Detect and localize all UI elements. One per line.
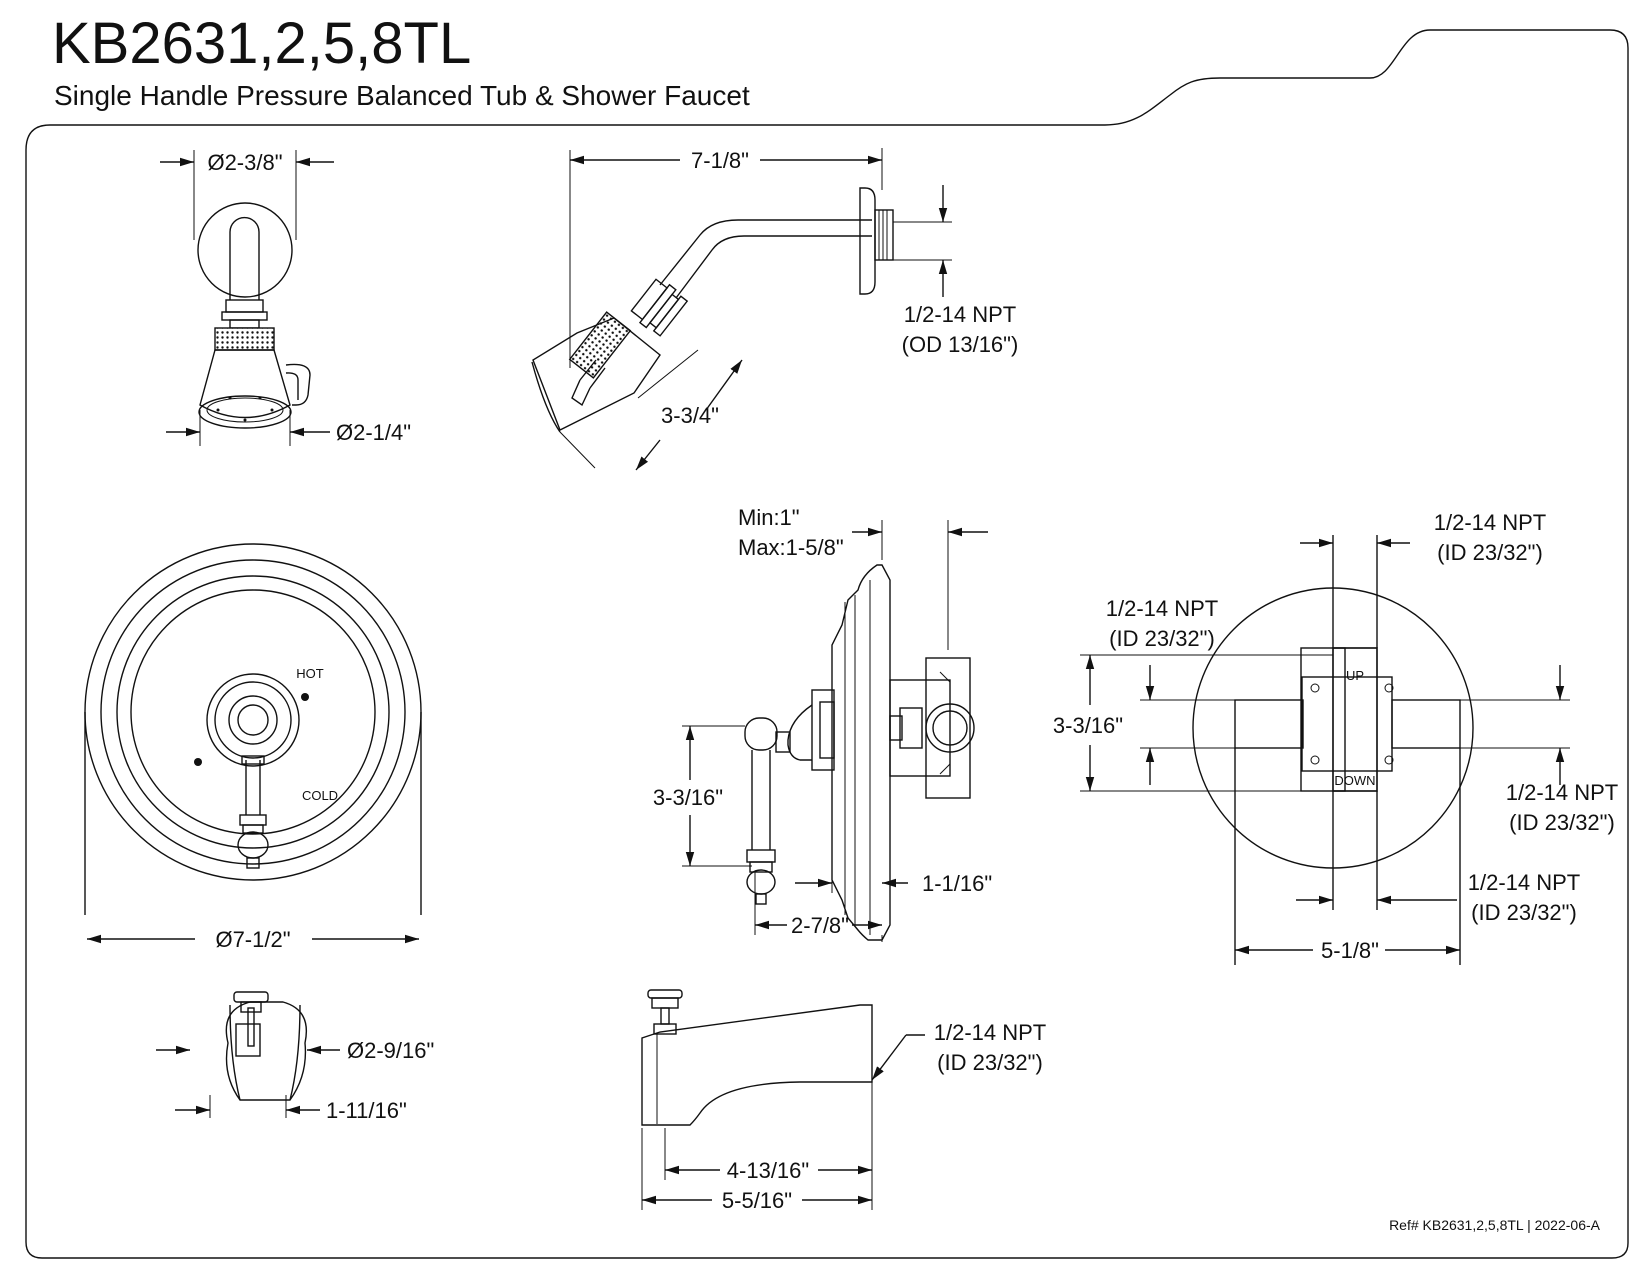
dim-wall-thickness: Min:1" Max:1-5/8" (738, 505, 988, 650)
tub-spout-front-view (225, 991, 307, 1101)
hot-label: HOT (296, 666, 324, 681)
dim-spout-length: 5-5/16" (641, 1128, 873, 1213)
down-label: DOWN (1334, 773, 1375, 788)
dim-escutcheon-dia: Ø7-1/2" (87, 927, 419, 952)
dim-spout-reach: 4-13/16" (664, 1128, 872, 1183)
dim-label: Ø2-3/8" (207, 150, 282, 175)
dim-label: Ø7-1/2" (215, 927, 290, 952)
showerhead-front-view (197, 202, 311, 429)
dim-label: 1/2-14 NPT (934, 1020, 1047, 1045)
dim-label: 5-1/8" (1321, 938, 1379, 963)
dim-label: (ID 23/32") (937, 1050, 1043, 1075)
dim-valve-width: 5-1/8" (1235, 938, 1460, 963)
dim-label: Min:1" (738, 505, 800, 530)
dim-label: 1/2-14 NPT (1434, 510, 1547, 535)
dim-showerhead-flange: Ø2-3/8" (160, 150, 334, 240)
escutcheon-front-view: HOT COLD (84, 543, 422, 915)
dim-trim-depth: 2-7/8" (754, 872, 883, 942)
valve-side-view (744, 564, 975, 941)
dim-valve-port-spacing: 3-3/16" (1053, 654, 1333, 792)
dim-label: (ID 23/32") (1437, 540, 1543, 565)
dim-label: 3-3/16" (653, 785, 723, 810)
dim-label: 5-5/16" (722, 1188, 792, 1213)
dim-shower-arm-thread: 1/2-14 NPT (OD 13/16") (893, 185, 1018, 357)
dim-handle-height: 3-3/16" (653, 725, 752, 867)
dim-label: 3-3/4" (661, 403, 719, 428)
dim-label: 1/2-14 NPT (1468, 870, 1581, 895)
dim-label: 1/2-14 NPT (1106, 596, 1219, 621)
valve-body-front-view: UP DOWN (1192, 535, 1474, 965)
sheet-border (25, 29, 1629, 1259)
dim-valve-left-port: 1/2-14 NPT (ID 23/32") (1106, 596, 1235, 785)
dim-shower-arm-length: 7-1/8" (569, 148, 883, 368)
dim-showerhead-depth: 3-3/4" (559, 349, 743, 471)
dim-spout-height: 1-11/16" (175, 1095, 407, 1123)
dim-label: 1/2-14 NPT (904, 302, 1017, 327)
dim-spout-thread: 1/2-14 NPT (ID 23/32") (871, 1020, 1047, 1180)
dim-label: 2-7/8" (791, 913, 849, 938)
dim-label: Ø2-1/4" (336, 420, 411, 445)
page-title: KB2631,2,5,8TL (52, 11, 472, 76)
dim-valve-right-port: 1/2-14 NPT (ID 23/32") (1460, 665, 1618, 835)
dim-trim-offset: 1-1/16" (795, 871, 992, 896)
reference-code: Ref# KB2631,2,5,8TL | 2022-06-A (1389, 1217, 1601, 1233)
dim-label: 3-3/16" (1053, 713, 1123, 738)
dim-label: 7-1/8" (691, 148, 749, 173)
dim-label: (ID 23/32") (1109, 626, 1215, 651)
dim-valve-bottom-port: 1/2-14 NPT (ID 23/32") (1296, 870, 1580, 925)
shower-arm-side-view (531, 187, 894, 433)
dim-label: Max:1-5/8" (738, 535, 844, 560)
page-subtitle: Single Handle Pressure Balanced Tub & Sh… (54, 80, 750, 111)
cold-label: COLD (302, 788, 338, 803)
dim-label: 4-13/16" (727, 1158, 809, 1183)
dim-label: (OD 13/16") (902, 332, 1019, 357)
dim-showerhead-face: Ø2-1/4" (166, 410, 411, 446)
dim-label: (ID 23/32") (1471, 900, 1577, 925)
dim-spout-dia: Ø2-9/16" (156, 1038, 434, 1063)
dim-label: 1/2-14 NPT (1506, 780, 1619, 805)
tub-spout-side-view (641, 989, 873, 1126)
dim-label: Ø2-9/16" (347, 1038, 434, 1063)
dim-label: 1-11/16" (326, 1098, 407, 1123)
dim-valve-top-port: 1/2-14 NPT (ID 23/32") (1300, 510, 1546, 565)
dim-label: 1-1/16" (922, 871, 992, 896)
dim-label: (ID 23/32") (1509, 810, 1615, 835)
up-label: UP (1346, 668, 1364, 683)
